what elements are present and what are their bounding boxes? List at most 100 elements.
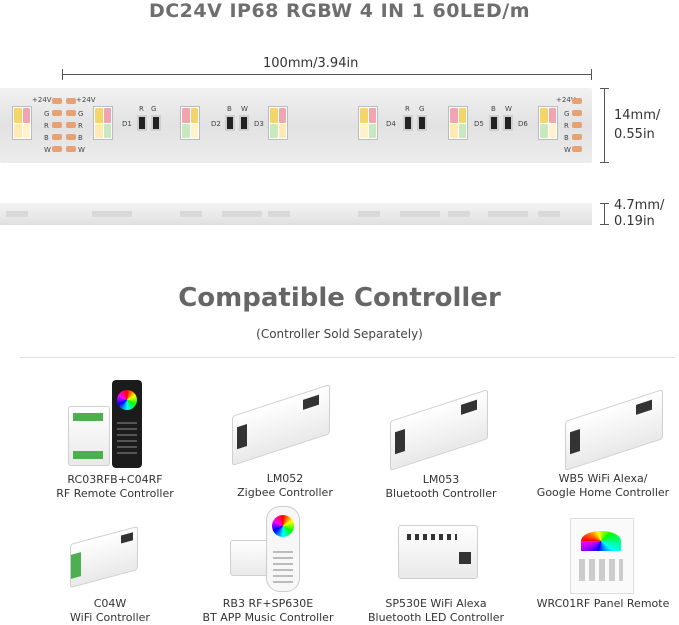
resistor bbox=[503, 115, 513, 131]
terminal-slots bbox=[407, 534, 457, 540]
led-strip-side-view bbox=[0, 203, 592, 225]
resistor-label-r: R bbox=[139, 105, 144, 113]
width-dimension-line1: 14mm/ bbox=[614, 108, 661, 123]
resistor bbox=[489, 115, 499, 131]
terminal-block bbox=[71, 552, 81, 579]
connector bbox=[570, 429, 580, 455]
solder-pad bbox=[52, 98, 62, 104]
resistor-label-w: W bbox=[241, 105, 248, 113]
component-profile bbox=[92, 211, 132, 217]
terminal-block bbox=[73, 451, 103, 459]
pin-label-g: G bbox=[564, 110, 570, 118]
page-title: DC24V IP68 RGBW 4 IN 1 60LED/m bbox=[148, 0, 531, 22]
label-sticker bbox=[121, 532, 133, 544]
length-tick-left bbox=[62, 69, 63, 80]
product-image-rc03rfb bbox=[66, 378, 176, 468]
product-caption: C04W WiFi Controller bbox=[25, 597, 195, 625]
height-dimension-line bbox=[604, 203, 605, 225]
length-dimension-line bbox=[62, 74, 592, 75]
resistor bbox=[137, 115, 147, 131]
resistor-label-b: B bbox=[227, 105, 232, 113]
plus24v-label-left: +24V bbox=[32, 96, 52, 104]
resistor-label-g: G bbox=[151, 105, 157, 113]
width-tick-bottom bbox=[600, 162, 609, 163]
qr-code bbox=[459, 552, 471, 564]
solder-pad bbox=[572, 110, 582, 116]
rgbw-led-chip bbox=[448, 106, 468, 140]
resistor-label-d4: D4 bbox=[386, 120, 396, 128]
connector bbox=[395, 429, 405, 455]
pin-label-r: R bbox=[44, 122, 49, 130]
pin-label-g: G bbox=[44, 110, 50, 118]
rgbw-led-chip bbox=[12, 106, 32, 140]
product-image-c04w bbox=[70, 525, 138, 589]
resistor-label-d1: D1 bbox=[122, 120, 132, 128]
length-tick-right bbox=[591, 69, 592, 80]
divider bbox=[20, 357, 675, 358]
product-description: Bluetooth Controller bbox=[385, 487, 497, 500]
solder-pad bbox=[52, 146, 62, 152]
component-profile bbox=[538, 211, 560, 217]
connector bbox=[237, 424, 247, 450]
resistor-label-r: R bbox=[405, 105, 410, 113]
pin-label-w: W bbox=[564, 146, 571, 154]
product-description: Bluetooth LED Controller bbox=[367, 611, 505, 624]
product-image-lm052 bbox=[232, 384, 330, 466]
solder-pad bbox=[66, 146, 76, 152]
product-caption: WB5 WiFi Alexa/ Google Home Controller bbox=[518, 472, 679, 500]
component-profile bbox=[448, 211, 470, 217]
color-slider-icon bbox=[581, 531, 621, 551]
product-caption: WRC01RF Panel Remote bbox=[518, 597, 679, 611]
height-tick-bottom bbox=[600, 224, 609, 225]
product-description: RF Remote Controller bbox=[56, 487, 174, 500]
product-name: SP530E WiFi Alexa bbox=[385, 597, 487, 610]
product-name: RC03RFB+C04RF bbox=[67, 473, 163, 486]
solder-pad bbox=[66, 98, 76, 104]
pin-label-r: R bbox=[78, 122, 83, 130]
product-name: WB5 WiFi Alexa/ bbox=[558, 472, 648, 485]
color-wheel-icon bbox=[117, 390, 137, 410]
solder-pad bbox=[66, 110, 76, 116]
component-profile bbox=[222, 211, 262, 217]
rgbw-led-chip bbox=[538, 106, 558, 140]
resistor-label-w: W bbox=[505, 105, 512, 113]
remote-buttons bbox=[273, 547, 293, 583]
receiver-box bbox=[68, 406, 110, 466]
rf-remote bbox=[266, 506, 300, 592]
rgbw-led-chip bbox=[93, 106, 113, 140]
pin-label-b: B bbox=[564, 134, 569, 142]
product-description: BT APP Music Controller bbox=[202, 611, 334, 624]
solder-pad bbox=[572, 134, 582, 140]
section-subheading: (Controller Sold Separately) bbox=[256, 327, 423, 341]
product-image-sp530e bbox=[398, 525, 478, 579]
solder-pad bbox=[572, 146, 582, 152]
resistor-label-d5: D5 bbox=[474, 120, 484, 128]
product-caption: LM053 Bluetooth Controller bbox=[356, 473, 526, 501]
width-dimension-line2: 0.55in bbox=[614, 127, 655, 142]
product-name: LM053 bbox=[422, 473, 460, 486]
solder-pad bbox=[52, 122, 62, 128]
rgbw-led-chip bbox=[358, 106, 378, 140]
height-dimension-line1: 4.7mm/ bbox=[614, 198, 665, 213]
label-sticker bbox=[461, 399, 477, 415]
product-name: WRC01RF Panel Remote bbox=[536, 597, 670, 610]
product-image-lm053 bbox=[390, 389, 488, 471]
product-name: C04W bbox=[93, 597, 127, 610]
width-tick-top bbox=[600, 88, 609, 89]
component-profile bbox=[358, 211, 380, 217]
height-tick-top bbox=[600, 203, 609, 204]
product-image-rb3-sp630e bbox=[228, 506, 318, 592]
section-heading: Compatible Controller bbox=[178, 283, 501, 313]
resistor bbox=[403, 115, 413, 131]
component-profile bbox=[400, 211, 440, 217]
product-name: LM052 bbox=[266, 472, 304, 485]
terminal-block bbox=[73, 413, 103, 421]
resistor bbox=[151, 115, 161, 131]
resistor bbox=[239, 115, 249, 131]
product-name: RB3 RF+SP630E bbox=[222, 597, 314, 610]
resistor-label-d2: D2 bbox=[211, 120, 221, 128]
solder-pad bbox=[52, 110, 62, 116]
height-dimension-line2: 0.19in bbox=[614, 214, 655, 229]
product-image-wrc01rf bbox=[570, 518, 634, 594]
resistor-label-d6: D6 bbox=[518, 120, 528, 128]
